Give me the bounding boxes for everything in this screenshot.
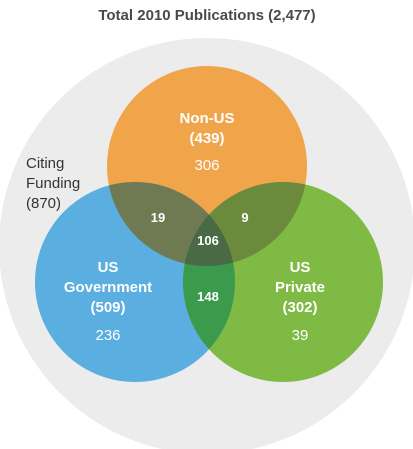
overlap-us-government-us-private-count: 148	[197, 289, 219, 304]
us-government-name-line1: US	[98, 259, 119, 276]
overlap-non-us-us-private	[183, 182, 307, 266]
outer-label-line2: Funding	[26, 175, 80, 192]
us-government-name-line2: Government	[64, 279, 152, 296]
us-government-total: (509)	[90, 299, 125, 316]
us-government-only-count: 236	[95, 327, 120, 344]
diagram-title: Total 2010 Publications (2,477)	[98, 7, 315, 24]
non-us-only-count: 306	[194, 157, 219, 174]
non-us-name: Non-US	[180, 110, 235, 127]
overlap-non-us-us-private-count: 9	[241, 210, 248, 225]
overlap-all-three-count: 106	[197, 233, 219, 248]
us-private-only-count: 39	[292, 327, 309, 344]
overlap-non-us-us-government-count: 19	[151, 210, 165, 225]
us-private-total: (302)	[282, 299, 317, 316]
non-us-total: (439)	[189, 130, 224, 147]
us-private-name-line1: US	[290, 259, 311, 276]
outer-label-line1: Citing	[26, 155, 64, 172]
outer-count: (870)	[26, 195, 61, 212]
us-private-name-line2: Private	[275, 279, 325, 296]
overlap-non-us-us-government	[107, 182, 235, 266]
